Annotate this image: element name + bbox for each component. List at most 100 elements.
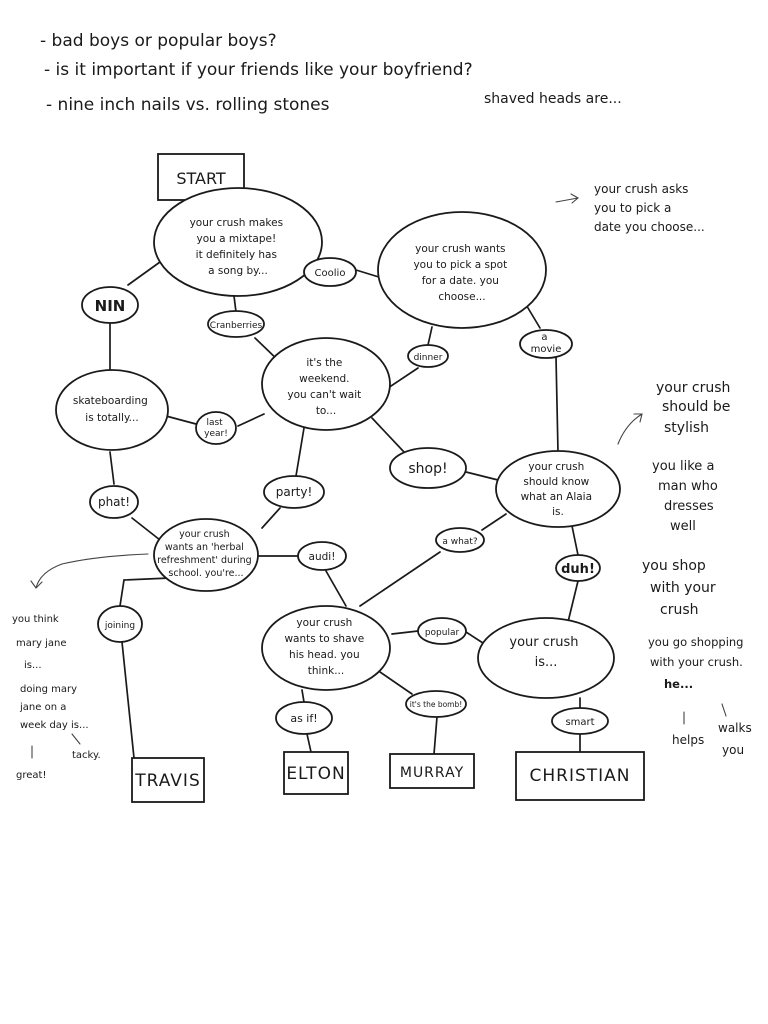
side-note-helps-line-3: you	[722, 743, 744, 757]
node-skateboarding-outline	[55, 369, 169, 451]
label-cranberries-text: Cranberries	[210, 321, 263, 331]
label-popular: popular	[417, 617, 467, 645]
node-weekend-outline	[261, 337, 391, 431]
node-alaia-line-1: your crush	[528, 461, 584, 473]
side-note-shop: you shop with your crush	[642, 558, 720, 618]
connector-herbal-joining	[119, 577, 171, 607]
side-note-tacky: tacky.	[72, 750, 101, 761]
connector-skate-phat	[109, 451, 115, 485]
node-date-line-1: your crush wants	[415, 243, 505, 255]
side-note-helps-line-2: walks	[718, 721, 752, 735]
label-duh-outline	[555, 554, 601, 582]
endpoint-christian: CHRISTIAN	[515, 751, 645, 801]
node-skateboarding-line-2: is totally...	[85, 412, 138, 424]
label-coolio-text: Coolio	[315, 268, 346, 279]
side-note-maryjane-line-2: mary jane	[16, 638, 66, 649]
endpoint-christian-box	[515, 751, 645, 801]
header-note-1: - bad boys or popular boys?	[40, 31, 277, 51]
endpoint-travis-box	[131, 757, 205, 803]
endpoint-murray-text: MURRAY	[400, 765, 464, 781]
connector-movie-alaia	[555, 356, 559, 453]
arrow-icon-maryjane-note	[30, 553, 149, 589]
label-popular-outline	[417, 617, 467, 645]
node-shave-line-4: think...	[308, 665, 344, 677]
connector-alaia-awhat	[481, 513, 507, 531]
label-movie-line-2: movie	[531, 344, 562, 355]
node-alaia-line-3: what an Alaia	[521, 491, 592, 503]
node-crush-is-outline	[477, 617, 615, 699]
node-alaia-line-2: should know	[523, 476, 589, 488]
label-as-if: as if!	[275, 701, 333, 735]
label-as-if-text: as if!	[290, 712, 317, 725]
node-herbal-line-3: refreshment' during	[157, 555, 252, 566]
node-herbal-line-2: wants an 'herbal	[165, 542, 244, 553]
node-weekend-line-4: to...	[316, 405, 336, 417]
label-last-year-line-1: last	[206, 418, 223, 428]
node-shave-text: your crush wants to shave his head. you …	[284, 617, 367, 677]
endpoint-elton: ELTON	[283, 751, 349, 795]
label-shop-outline	[389, 447, 467, 489]
node-mixtape-line-3: it definitely has	[196, 249, 277, 261]
node-mixtape-line-2: you a mixtape!	[197, 233, 277, 245]
label-as-if-outline	[275, 701, 333, 735]
node-skateboarding-line-1: skateboarding	[73, 395, 148, 407]
label-coolio-outline	[303, 257, 357, 287]
label-rebound-outline	[405, 690, 467, 718]
node-crush-is-line-1: your crush	[509, 635, 578, 650]
side-note-maryjane-line-6: week day is...	[20, 720, 89, 731]
node-weekend-line-3: you can't wait	[287, 389, 361, 401]
side-note-maryjane-line-4: doing mary	[20, 684, 77, 695]
side-note-maryjane-line-3: is...	[24, 660, 42, 671]
label-audi: audi!	[297, 541, 347, 571]
side-note-stylish-text: your crush should be stylish	[656, 380, 735, 436]
node-alaia-text: your crush should know what an Alaia is.	[521, 461, 596, 518]
connector-joining-travis	[121, 641, 135, 759]
label-a-what: a what?	[435, 527, 485, 553]
label-nin-text: NIN	[95, 297, 126, 315]
side-note-date: your crush asks you to pick a date you c…	[555, 182, 705, 234]
label-smart-outline	[551, 707, 609, 735]
label-phat-text: phat!	[98, 495, 130, 509]
side-note-shopping: you go shopping with your crush. he...	[648, 635, 743, 691]
label-popular-text: popular	[425, 628, 460, 638]
endpoint-christian-text: CHRISTIAN	[529, 766, 630, 786]
connector-rebound-murray	[433, 716, 438, 755]
node-alaia-outline	[495, 450, 621, 528]
side-note-stylish-line-2: should be	[662, 399, 730, 415]
node-mixtape-line-1: your crush makes	[190, 217, 283, 229]
node-date-line-2: you to pick a spot	[413, 259, 507, 271]
side-note-dresses: you like a man who dresses well	[652, 459, 718, 534]
start-label: START	[176, 169, 226, 188]
connector-shave-asif	[301, 689, 305, 703]
label-smart: smart	[551, 707, 609, 735]
label-last-year-text: last year!	[204, 418, 228, 439]
label-cranberries-outline	[207, 310, 265, 338]
node-weekend: it's the weekend. you can't wait to...	[261, 337, 391, 431]
side-note-shop-line-1: you shop	[642, 558, 706, 574]
side-note-shop-text: you shop with your crush	[642, 558, 720, 618]
label-cranberries: Cranberries	[207, 310, 265, 338]
label-movie: a movie	[519, 329, 573, 359]
label-party-outline	[263, 475, 325, 509]
divider-tacky	[71, 733, 81, 745]
connector-awhat-shave	[359, 551, 441, 607]
connector-lastyear-weekend	[237, 413, 265, 427]
endpoint-elton-text: ELTON	[286, 764, 345, 784]
connector-alaia-duh	[571, 525, 579, 556]
side-note-helps: helps walks you	[672, 703, 752, 757]
node-herbal-text: your crush wants an 'herbal refreshment'…	[157, 529, 255, 579]
node-weekend-text: it's the weekend. you can't wait to...	[287, 357, 364, 417]
side-note-dresses-line-3: dresses	[664, 499, 714, 514]
side-note-date-line-2: you to pick a	[594, 201, 671, 215]
header-note-3: - nine inch nails vs. rolling stones	[46, 95, 330, 115]
connector-date-dinner	[427, 326, 433, 346]
connector-audi-shave	[325, 570, 347, 607]
node-alaia-line-4: is.	[552, 506, 564, 518]
label-movie-text: a movie	[531, 332, 562, 355]
connector-shave-popular	[391, 630, 419, 635]
side-note-dresses-line-1: you like a	[652, 459, 714, 474]
label-audi-outline	[297, 541, 347, 571]
label-joining: joining	[97, 605, 143, 643]
side-note-date-line-3: date you choose...	[594, 220, 705, 234]
